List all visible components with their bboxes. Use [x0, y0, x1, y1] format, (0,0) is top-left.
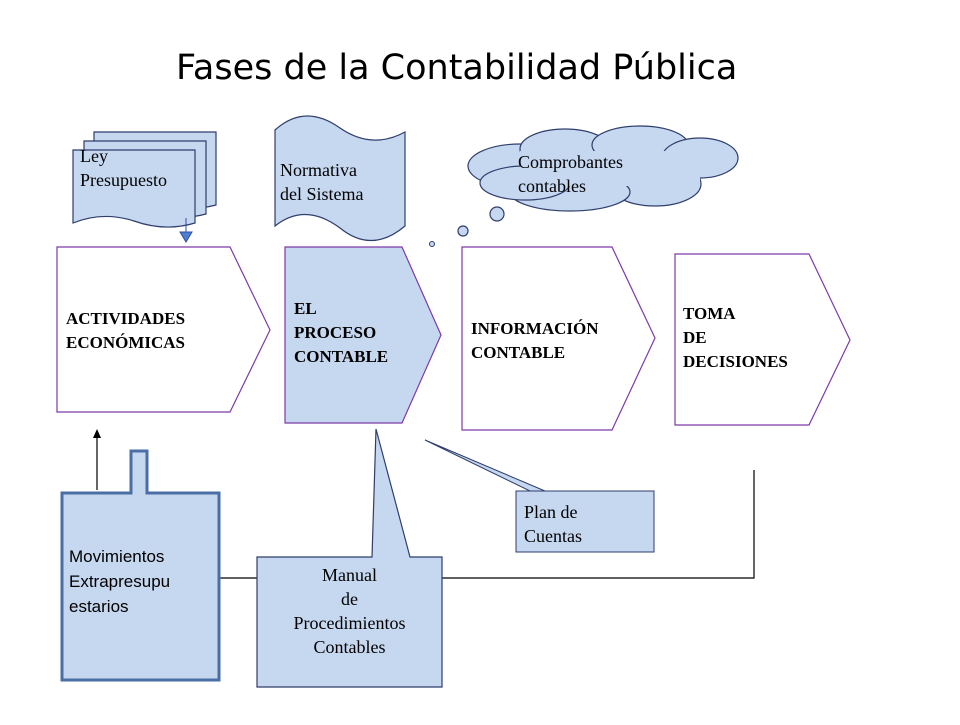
comprobantes-cloud — [467, 125, 739, 212]
ley-label: Ley Presupuesto — [80, 146, 167, 190]
comprobantes-label: Comprobantes contables — [518, 152, 623, 196]
toma-chevron — [674, 253, 851, 426]
normativa-shape — [274, 115, 406, 242]
informacion-chevron — [461, 246, 656, 431]
movimientos-label: Movimientos Extrapresupu estarios — [69, 547, 171, 616]
actividades-chevron — [56, 246, 271, 413]
down-arrow-icon — [179, 218, 193, 243]
manual-callout — [256, 428, 443, 688]
plan-label: Plan de Cuentas — [524, 502, 582, 546]
proceso-label: EL PROCESO CONTABLE — [294, 299, 389, 366]
thought-bubble-large — [489, 206, 505, 222]
normativa-label: Normativa del Sistema — [280, 160, 364, 204]
up-arrow-icon — [93, 429, 101, 438]
plan-callout-pointer — [424, 439, 546, 492]
thought-bubble-medium — [457, 225, 469, 237]
toma-label: TOMA DE DECISIONES — [683, 304, 788, 371]
ley-presupuesto-shape — [72, 131, 217, 228]
return-line — [442, 470, 755, 579]
diagram-title: Fases de la Contabilidad Pública — [176, 48, 738, 88]
plan-box — [515, 490, 655, 553]
informacion-label: INFORMACIÓN CONTABLE — [471, 319, 599, 362]
proceso-chevron — [284, 246, 442, 424]
thought-bubble-small — [429, 241, 435, 247]
actividades-label: ACTIVIDADES ECONÓMICAS — [66, 309, 186, 352]
movimientos-box — [60, 449, 221, 682]
manual-label: Manual de Procedimientos Contables — [293, 565, 406, 657]
